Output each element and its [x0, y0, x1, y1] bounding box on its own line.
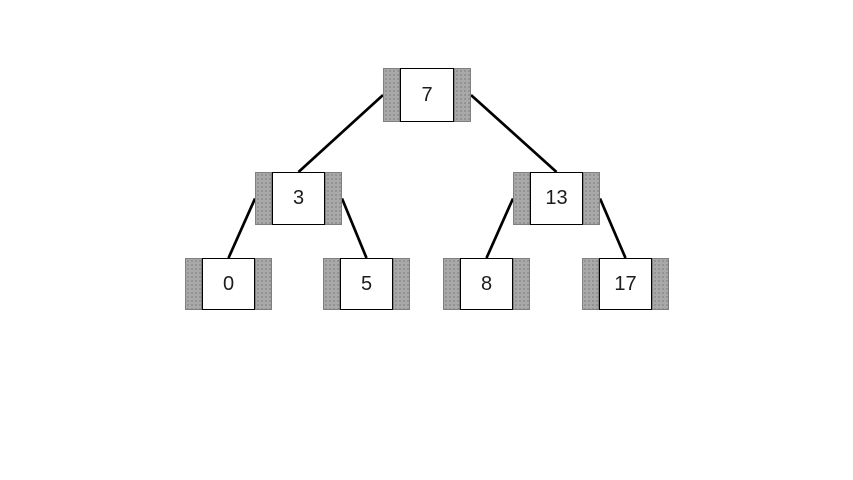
right-pointer-cell: [454, 68, 471, 122]
tree-edge-7-left-3: [297, 94, 384, 173]
tree-node-3: 3: [255, 172, 342, 225]
tree-node-13: 13: [513, 172, 600, 225]
tree-node-0: 0: [185, 258, 272, 310]
left-pointer-cell: [582, 258, 599, 310]
tree-edge-7-right-13: [470, 93, 558, 174]
node-value: 17: [599, 258, 652, 310]
tree-edge-13-left-8: [485, 197, 515, 259]
tree-node-7: 7: [383, 68, 471, 122]
right-pointer-cell: [583, 172, 600, 225]
node-value: 7: [400, 68, 454, 122]
right-pointer-cell: [255, 258, 272, 310]
tree-edge-3-left-0: [227, 197, 257, 259]
node-value: 8: [460, 258, 513, 310]
tree-edge-13-right-17: [598, 197, 627, 259]
node-value: 0: [202, 258, 255, 310]
tree-node-8: 8: [443, 258, 530, 310]
node-value: 3: [272, 172, 325, 225]
node-value: 13: [530, 172, 583, 225]
left-pointer-cell: [383, 68, 400, 122]
tree-node-17: 17: [582, 258, 669, 310]
right-pointer-cell: [652, 258, 669, 310]
right-pointer-cell: [325, 172, 342, 225]
node-value: 5: [340, 258, 393, 310]
left-pointer-cell: [323, 258, 340, 310]
left-pointer-cell: [443, 258, 460, 310]
tree-edge-3-right-5: [340, 197, 368, 259]
left-pointer-cell: [185, 258, 202, 310]
right-pointer-cell: [513, 258, 530, 310]
left-pointer-cell: [255, 172, 272, 225]
left-pointer-cell: [513, 172, 530, 225]
right-pointer-cell: [393, 258, 410, 310]
tree-node-5: 5: [323, 258, 410, 310]
